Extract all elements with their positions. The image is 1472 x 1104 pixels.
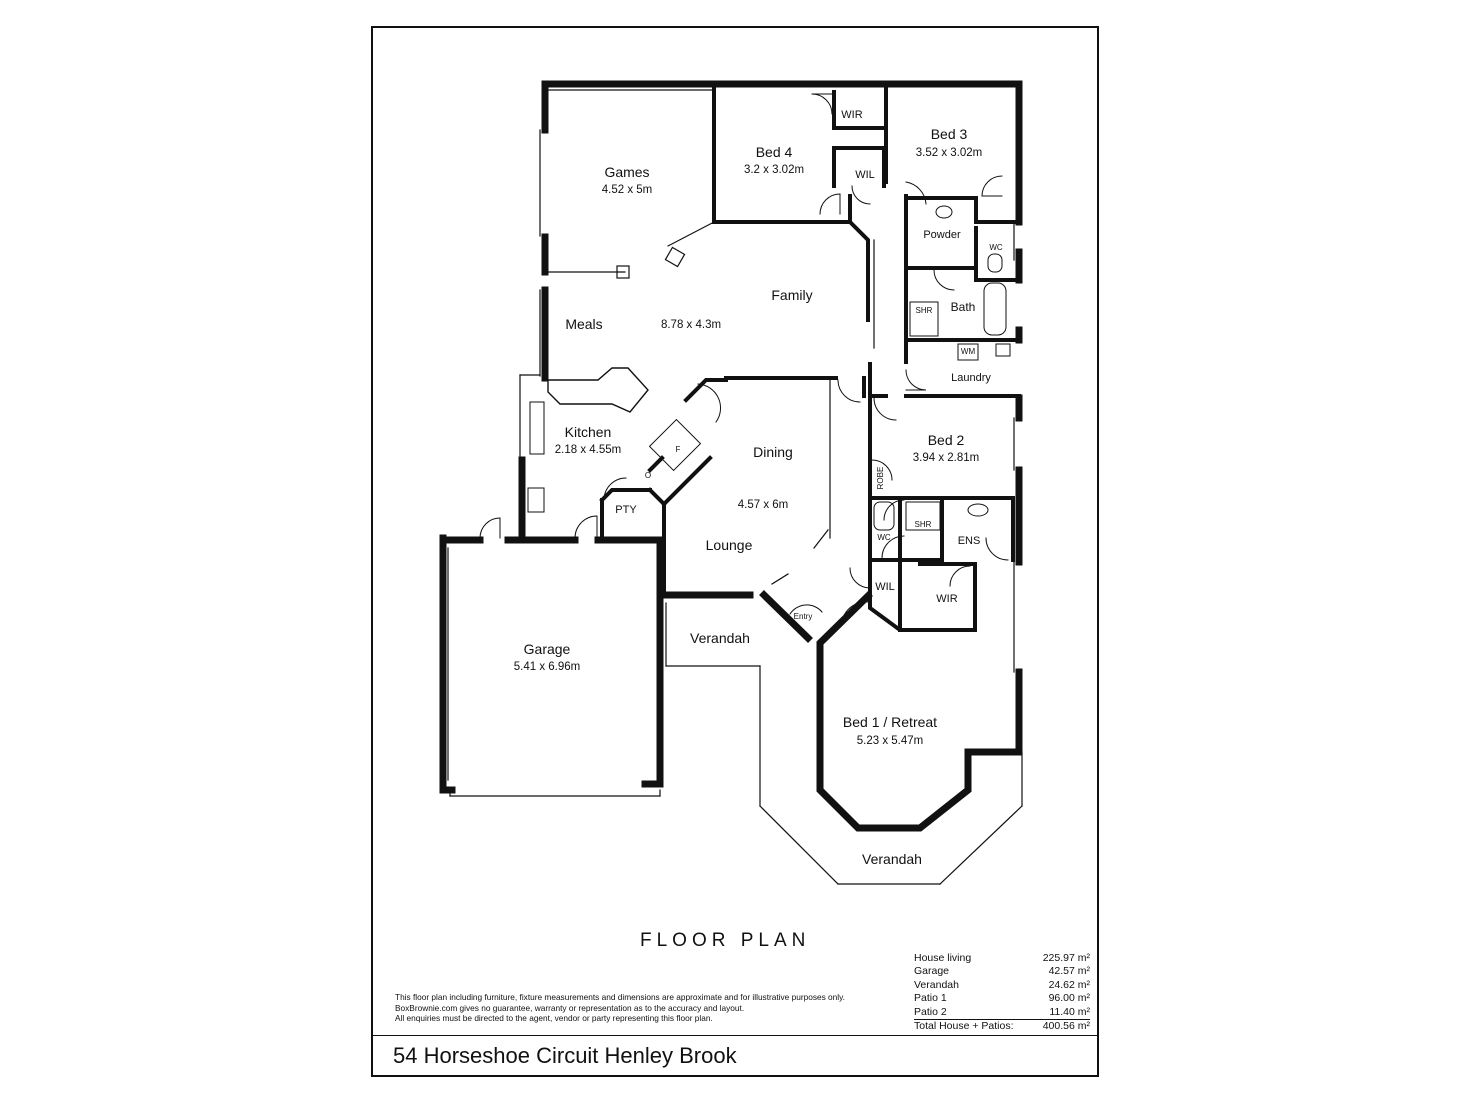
room-dims-meals-family: 8.78 x 4.3m (661, 319, 721, 331)
label-shr-bath: SHR (916, 306, 933, 315)
room-dims-dining-lounge: 4.57 x 6m (738, 499, 789, 511)
label-powder: Powder (923, 229, 961, 241)
room-dims-garage: 5.41 x 6.96m (514, 661, 580, 673)
label-laundry: Laundry (951, 372, 991, 384)
area-value: 400.56 m² (1042, 1019, 1090, 1032)
disclaimer-line: BoxBrownie.com gives no guarantee, warra… (395, 1002, 745, 1013)
room-name-dining: Dining (753, 444, 793, 460)
disclaimer-line: This floor plan including furniture, fix… (395, 992, 845, 1002)
disclaimer-line: All enquiries must be directed to the ag… (395, 1013, 713, 1024)
room-name-meals: Meals (565, 316, 602, 332)
area-row: House living 225.97 m² (914, 952, 1090, 965)
area-value: 96.00 m² (1048, 992, 1090, 1005)
disclaimer: This floor plan including furniture, fix… (395, 992, 915, 1024)
area-value: 42.57 m² (1048, 965, 1090, 978)
label-wil-bed4: WIL (855, 169, 875, 181)
fixtures (527, 205, 1011, 531)
area-label: Verandah (914, 978, 959, 991)
label-entry: Entry (794, 612, 813, 621)
label-wc-powder: WC (989, 243, 1003, 252)
property-address: 54 Horseshoe Circuit Henley Brook (393, 1043, 737, 1068)
label-pantry: PTY (615, 504, 637, 516)
label-oven: O (645, 471, 651, 480)
room-dims-bed3: 3.52 x 3.02m (916, 147, 982, 159)
area-row: Patio 2 11.40 m² (914, 1006, 1090, 1019)
label-shr-ens: SHR (915, 520, 932, 529)
interior-walls (599, 84, 1021, 632)
area-label: Garage (914, 965, 950, 978)
label-bath: Bath (951, 300, 976, 314)
label-wir-bed4: WIR (841, 109, 862, 121)
room-name-bed2: Bed 2 (928, 432, 965, 448)
room-dims-kitchen: 2.18 x 4.55m (555, 444, 621, 456)
address-divider (371, 1035, 1099, 1036)
label-wir-bed1: WIR (936, 593, 957, 605)
room-name-garage: Garage (524, 641, 571, 657)
plan-sheet-border (371, 26, 1099, 1077)
area-value: 225.97 m² (1042, 952, 1090, 964)
label-robe: ROBE (876, 467, 885, 490)
area-label: Patio 1 (914, 992, 947, 1005)
exterior-walls (439, 80, 1023, 832)
room-name-lounge: Lounge (706, 537, 753, 553)
room-name-kitchen: Kitchen (565, 424, 612, 440)
room-dims-bed1: 5.23 x 5.47m (857, 735, 923, 747)
label-wil-bed1: WIL (875, 581, 895, 593)
label-verandah-front: Verandah (690, 630, 750, 646)
room-name-bed4: Bed 4 (756, 144, 793, 160)
room-name-family: Family (771, 287, 812, 303)
label-wm: WM (961, 347, 976, 356)
area-label: House living (914, 952, 972, 964)
area-label: Total House + Patios: (914, 1019, 1014, 1032)
label-verandah-bed1: Verandah (862, 851, 922, 867)
room-name-games: Games (604, 164, 649, 180)
label-ens: ENS (958, 535, 981, 547)
room-dims-bed2: 3.94 x 2.81m (913, 452, 979, 464)
area-row-total: Total House + Patios: 400.56 m² (914, 1018, 1090, 1033)
label-wc-ens: WC (877, 533, 891, 542)
area-label: Patio 2 (914, 1005, 947, 1018)
floor-plan-title: FLOOR PLAN (640, 930, 811, 951)
area-row: Verandah 24.62 m² (914, 979, 1090, 992)
room-name-bed3: Bed 3 (931, 126, 968, 142)
area-value: 24.62 m² (1048, 978, 1090, 991)
area-value: 11.40 m² (1049, 1005, 1090, 1018)
label-fridge: F (676, 445, 681, 454)
door-swings (479, 93, 1009, 623)
room-dims-bed4: 3.2 x 3.02m (744, 164, 804, 176)
area-summary-table: House living 225.97 m² Garage 42.57 m² Ver… (914, 952, 1090, 1033)
room-name-bed1: Bed 1 / Retreat (843, 714, 937, 730)
area-row: Garage 42.57 m² (914, 965, 1090, 978)
window-lines (447, 85, 1023, 885)
area-row: Patio 1 96.00 m² (914, 992, 1090, 1005)
room-dims-games: 4.52 x 5m (602, 184, 653, 196)
